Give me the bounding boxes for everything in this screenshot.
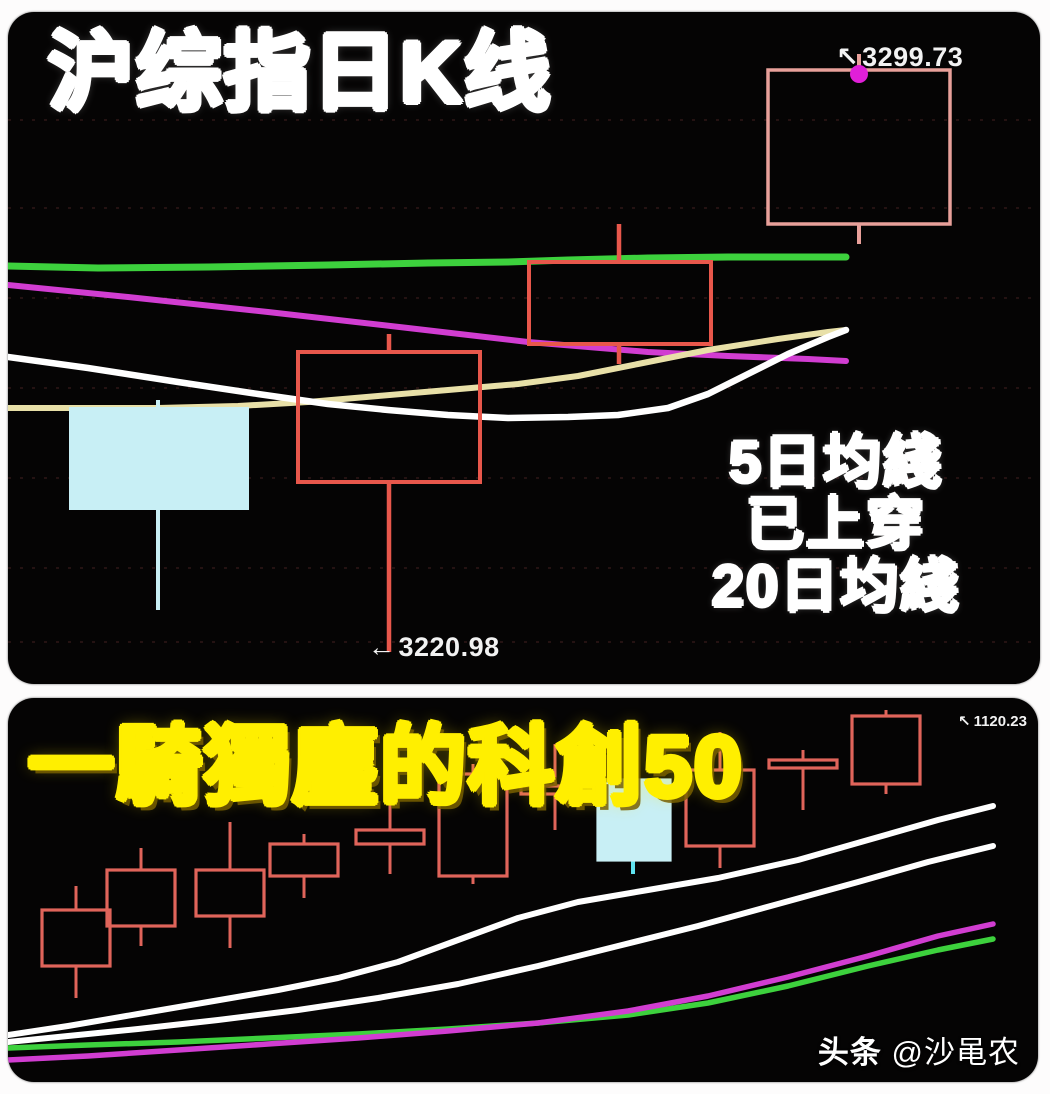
watermark-source: 头条 xyxy=(817,1035,882,1070)
callout-line-2: 已上穿 xyxy=(745,492,926,558)
chart-panel-star-market-50[interactable] xyxy=(8,698,1038,1082)
callout-moving-average-crossover: 5日均綫 已上穿 20日均綫 xyxy=(686,430,986,620)
ma10-line-white xyxy=(8,843,996,1045)
star-market-50-chart-svg xyxy=(8,710,996,1063)
candle-3[interactable] xyxy=(194,822,266,948)
ma5-line-white xyxy=(8,803,996,1038)
candle-1[interactable] xyxy=(40,886,112,998)
ma10-line-yellow xyxy=(8,327,849,411)
arrow-up-left-icon-star50: ↖ xyxy=(958,713,971,730)
arrow-left-icon: ← xyxy=(368,632,396,662)
ma5-line-white xyxy=(8,326,850,422)
candle-9[interactable] xyxy=(684,732,756,868)
candle-10[interactable] xyxy=(767,750,839,810)
candle-up-long-lower-wick[interactable] xyxy=(296,334,482,652)
ma20-line-magenta xyxy=(8,921,996,1063)
price-annotation-low: ← 3220.98 xyxy=(368,632,500,663)
price-value-star50: 1120.23 xyxy=(973,713,1027,730)
grid-lines xyxy=(8,119,1040,643)
candle-8-down-cyan[interactable] xyxy=(596,756,672,874)
candle-down-cyan[interactable] xyxy=(69,400,249,610)
price-annotation-high: ↖ 3299.73 xyxy=(836,42,963,73)
watermark-handle: @沙黾农 xyxy=(891,1035,1020,1070)
candle-11-latest[interactable] xyxy=(850,710,922,794)
candle-6[interactable] xyxy=(437,764,509,884)
callout-line-1: 5日均綫 xyxy=(728,430,944,495)
page-title-shanghai-composite: 沪综指日K线 xyxy=(48,25,553,121)
candle-7[interactable] xyxy=(519,744,591,830)
candle-5[interactable] xyxy=(354,798,426,874)
candle-series-star50 xyxy=(40,710,922,998)
page-title-star-market-50: 一騎獨塵的科創50 xyxy=(28,719,744,815)
chart-panel-shanghai-composite[interactable] xyxy=(8,12,1040,684)
shanghai-composite-chart-svg xyxy=(8,54,1040,652)
candle-2[interactable] xyxy=(105,848,177,946)
candle-up-mid[interactable] xyxy=(527,224,713,364)
price-value-low: 3220.98 xyxy=(398,632,500,662)
ma20-line-green xyxy=(8,253,850,272)
arrow-up-left-icon: ↖ xyxy=(836,42,860,72)
watermark: 头条 @沙黾农 xyxy=(818,1027,1020,1072)
price-value-high: 3299.73 xyxy=(862,42,964,72)
latest-price-marker-dot xyxy=(850,65,868,83)
candle-4[interactable] xyxy=(268,834,340,898)
callout-line-3: 20日均綫 xyxy=(711,554,961,620)
price-annotation-star50: ↖ 1120.23 xyxy=(958,713,1027,730)
